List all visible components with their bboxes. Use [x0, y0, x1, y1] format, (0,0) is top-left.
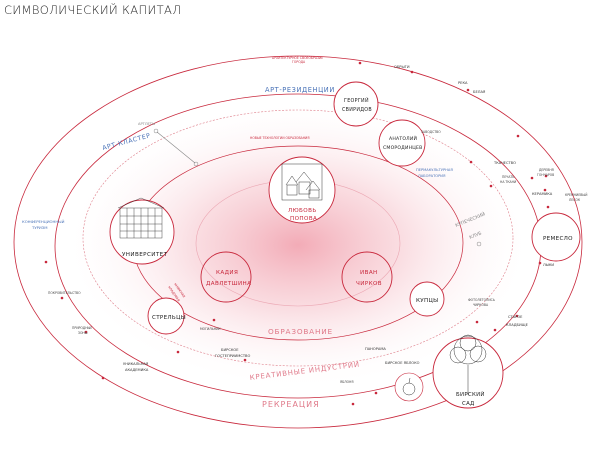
page-title: СИМВОЛИЧЕСКИЙ КАПИТАЛ	[4, 3, 182, 17]
label-birskoe-apple: БИРСКОЕ ЯБЛОКО	[385, 361, 420, 365]
label-yablonya: ЯБЛОНЯ	[340, 380, 354, 384]
label-unique-1: УНИКАЛЬНАЯ	[123, 362, 149, 366]
label-arch-top-1: АРХИТЕКТУРНОЕ СВОЕОБРАЗИЕ	[272, 56, 323, 60]
label-derevo-2: ГОНЧАРОВ	[537, 173, 554, 177]
node-ivan-label-1: ИВАН	[360, 270, 378, 276]
node-garden-label-2: САД	[462, 401, 475, 407]
label-gostepriimstvo-2: ГОСТЕПРИИМСТВО	[215, 354, 251, 358]
ring-art-residences	[82, 109, 514, 367]
node-streltsy[interactable]: СТРЕЛЬЦЫ	[147, 297, 186, 335]
node-georgy-label-1: ГЕОРГИЙ	[344, 97, 369, 104]
node-streltsy-label: СТРЕЛЬЦЫ	[152, 315, 186, 321]
label-lyki: ЛЫКИ	[543, 263, 554, 267]
ring-label-education: ОБРАЗОВАНИЕ	[268, 327, 333, 336]
art-cluster-markers	[153, 128, 482, 247]
label-mogilnik: МОГИЛЬНИК	[200, 327, 221, 331]
node-garden[interactable]: БИРСКИЙ САД	[432, 334, 504, 409]
node-remeslo-label: РЕМЕСЛО	[543, 236, 573, 242]
tree-icon	[449, 334, 487, 395]
node-anatoly-label-2: СМОРОДИНЦЕВ	[383, 145, 422, 151]
node-university[interactable]: УНИВЕРСИТЕТ	[109, 197, 175, 265]
ring-label-recreation: РЕКРЕАЦИЯ	[262, 400, 320, 409]
label-permakultura-1: ПЕРМАКУЛЬТУРНАЯ	[416, 168, 453, 172]
university-building-icon	[117, 197, 165, 239]
label-pokrovitelstvo: ПОКРОВИТЕЛЬСТВО	[48, 291, 81, 295]
node-anatoly-label-1: АНАТОЛИЙ	[389, 135, 417, 142]
label-staroe-2: КЛАДБИЩЕ	[506, 323, 529, 327]
node-garden-label-1: БИРСКИЙ	[456, 391, 485, 398]
label-new-tech: НОВЫЕ ТЕХНОЛОГИИ ОБРАЗОВАНИЯ	[250, 136, 310, 140]
label-conference-2: ТУРИЗМ	[31, 225, 47, 230]
node-ivan-label-2: ЧИРКОВ	[356, 281, 382, 287]
node-university-label: УНИВЕРСИТЕТ	[122, 252, 168, 258]
ring-dots	[44, 61, 550, 406]
art-cluster-connector	[156, 131, 196, 164]
node-lyubov[interactable]: ЛЮБОВЬ ПОПОВА	[268, 156, 336, 224]
label-photos-1: ФОТОЛЕТОПИСЬ	[468, 298, 495, 302]
label-reka: РЕКА	[458, 81, 468, 85]
node-kadiya-label-2: ДАВЛЕТШИНА	[206, 281, 251, 287]
node-georgy[interactable]: ГЕОРГИЙ СВИРИДОВ	[333, 81, 379, 127]
apple-icon	[402, 377, 416, 396]
label-obrygi: ОБРЫГИ	[394, 65, 410, 69]
label-arch-top-2: ГОРОДА	[292, 60, 306, 64]
label-gostepriimstvo-1: БИРСКОЕ	[221, 348, 239, 352]
label-tkachestvo: ТКАЧЕСТВО	[493, 161, 516, 165]
node-kadiya[interactable]: КАДИЯ ДАВЛЕТШИНА	[200, 251, 252, 303]
node-ivan[interactable]: ИВАН ЧИРКОВ	[341, 251, 393, 303]
label-belaya: БЕЛАЯ	[473, 90, 486, 94]
label-staroe-1: СТАРОЕ	[508, 315, 523, 319]
label-panorama: ПАНОРАМА	[365, 347, 386, 351]
label-kremn-1: КРЕМНИЕВЫЙ	[565, 192, 588, 197]
label-natural-1: ПРИРОДНЫЕ	[72, 326, 92, 330]
node-kadiya-label-1: КАДИЯ	[216, 270, 238, 276]
node-georgy-label-2: СВИРИДОВ	[342, 107, 372, 113]
houses-sketch-icon	[281, 163, 323, 201]
label-unique-2: АКАДЕМИКА	[125, 368, 149, 372]
label-permakultura-2: ЛАБОРАТОРИЯ	[418, 174, 446, 178]
label-natural-2: ЗОНЫ	[78, 331, 88, 335]
label-artlet: АРТЛЕТЫ	[138, 122, 155, 126]
label-kremn-2: ЛЕСОК	[569, 198, 581, 202]
node-lyubov-label-2: ПОПОВА	[290, 216, 317, 222]
label-pechat-1: ПЕЧАТЬ	[502, 175, 515, 179]
ring-label-art-residences: АРТ-РЕЗИДЕНЦИИ	[265, 86, 335, 94]
label-kupech-2: КЛУБ	[469, 231, 483, 241]
label-zavod: ЗАВОДСТВО	[421, 130, 441, 134]
node-apple	[394, 372, 424, 402]
node-kuptsy[interactable]: КУПЦЫ	[409, 281, 445, 317]
ring-recreation	[13, 55, 583, 429]
label-conference-1: КОНФЕРЕНЦИОННЫЙ	[22, 219, 65, 224]
label-pechat-2: НА ТКАНИ	[500, 180, 517, 184]
node-anatoly[interactable]: АНАТОЛИЙ СМОРОДИНЦЕВ	[378, 119, 426, 167]
node-kuptsy-label: КУПЦЫ	[416, 298, 438, 304]
label-keramika: КЕРАМИКА	[532, 192, 553, 196]
label-derevo-1: ДЕРЕВНЯ	[539, 168, 554, 172]
node-remeslo[interactable]: РЕМЕСЛО	[531, 212, 581, 262]
node-lyubov-label-1: ЛЮБОВЬ	[288, 208, 317, 214]
label-photos-2: ЧИРКОВА	[473, 303, 489, 307]
